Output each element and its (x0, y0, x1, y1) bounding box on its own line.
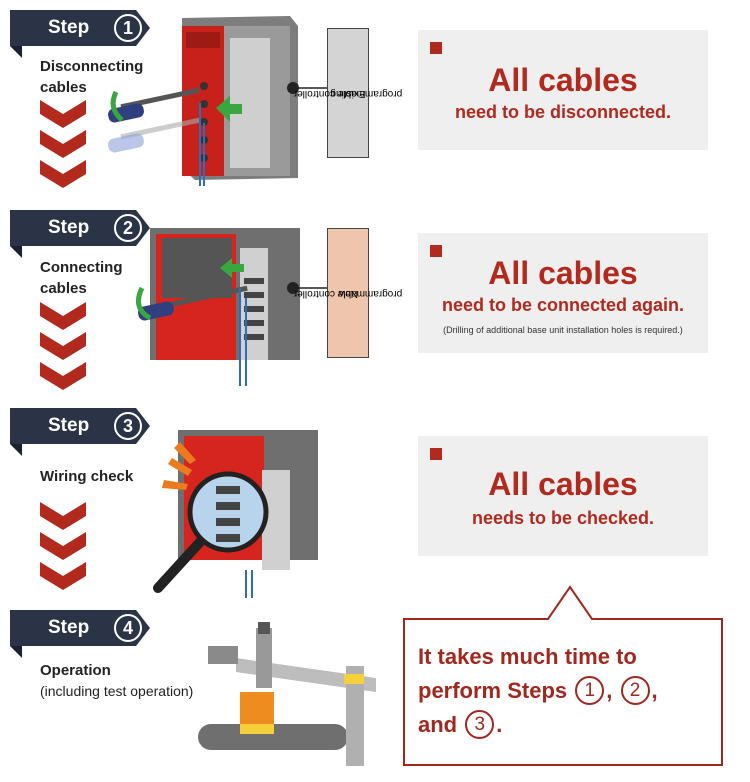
check-panel: All cables needs to be checked. (418, 436, 708, 556)
bullet-square (430, 245, 442, 257)
step-word: Step (48, 17, 90, 38)
step-1-tab: Step 1 (10, 10, 150, 58)
step-4-tab: Step 4 (10, 610, 150, 658)
new-controller-illustration (135, 228, 300, 386)
panel-note: (Drilling of additional base unit instal… (443, 325, 683, 335)
down-chevrons-2 (40, 302, 86, 390)
panel-text: need to be connected again. (441, 295, 685, 315)
down-chevrons-1 (40, 100, 86, 188)
callout-text: It takes much time to perform Steps 1, 2… (418, 644, 658, 739)
step-number: 3 (114, 412, 142, 440)
step-3-label: Wiring check (40, 468, 134, 485)
step-3-circle: 3 (465, 710, 495, 739)
step-number: 1 (114, 14, 142, 42)
step-word: Step (48, 217, 90, 238)
down-chevrons-3 (40, 502, 86, 590)
bullet-square (430, 448, 442, 460)
disconnect-panel: All cables need to be disconnected. (418, 30, 708, 150)
step-2-tab: Step 2 (10, 210, 150, 258)
step-number: 4 (114, 614, 142, 642)
bullet-square (430, 42, 442, 54)
panel-headline: All cables (488, 466, 638, 502)
step-word: Step (48, 415, 90, 436)
panel-headline: All cables (488, 62, 638, 98)
pointer-line (287, 82, 330, 94)
pointer-line (287, 282, 330, 294)
operation-illustration (198, 622, 376, 766)
wiring-check-illustration (153, 430, 318, 598)
existing-controller-illustration (108, 16, 298, 186)
step-1-circle: 1 (575, 676, 605, 705)
panel-headline: All cables (488, 255, 638, 291)
step-4-label: Operation (including test operation) (40, 662, 194, 699)
panel-text: need to be disconnected. (454, 102, 672, 122)
panel-text: needs to be checked. (471, 508, 655, 528)
step-number: 2 (114, 214, 142, 242)
step-3-tab: Step 3 (10, 408, 150, 456)
step-2-circle: 2 (620, 676, 650, 705)
step-word: Step (48, 617, 90, 638)
connect-panel: All cables need to be connected again. (… (418, 233, 708, 353)
